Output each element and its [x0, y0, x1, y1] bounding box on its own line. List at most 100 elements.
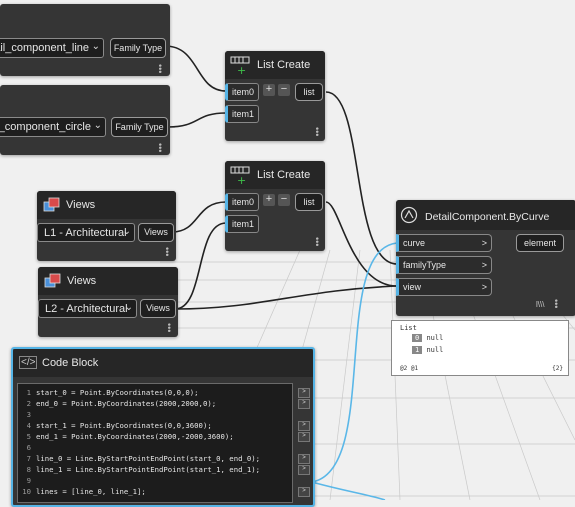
views-output-port[interactable]: Views: [140, 299, 176, 318]
views-dropdown[interactable]: L2 - Architectural ⌄: [38, 299, 137, 318]
menu-icon[interactable]: •••: [312, 237, 322, 247]
list-create-header[interactable]: [225, 51, 325, 79]
family-type-circle-node[interactable]: il_component_circle ⌄ Family Type •••: [0, 85, 170, 155]
output-port-element[interactable]: element: [516, 234, 564, 252]
list-create-node-1[interactable]: + List Create item0 item1 + − list •••: [225, 51, 325, 141]
menu-icon[interactable]: •••: [155, 143, 165, 153]
views-title: Views: [67, 275, 97, 287]
output-port-line-1[interactable]: >: [298, 465, 310, 475]
output-port-lines[interactable]: >: [298, 487, 310, 497]
preview-levels: @2 @1: [400, 365, 419, 372]
port-label: familyType: [403, 260, 447, 270]
menu-icon[interactable]: •••: [164, 323, 174, 333]
line-number: 2: [26, 399, 31, 408]
list-create-title: List Create: [257, 59, 311, 71]
port-label: item0: [232, 197, 255, 207]
code-text: lines = [line_0, line_1];: [36, 487, 146, 496]
input-port-item1[interactable]: item1: [225, 215, 259, 233]
port-label: Views: [146, 303, 170, 313]
chevron-right-icon: >: [481, 238, 487, 248]
views-dropdown[interactable]: L1 - Architectural ⌄: [37, 223, 135, 242]
preview-list-label: List: [400, 324, 417, 332]
wire-views2-to-item1: [174, 222, 227, 310]
detail-component-node[interactable]: DetailComponent.ByCurve curve > familyTy…: [396, 200, 575, 316]
views-output-port[interactable]: Views: [138, 223, 174, 242]
list-create-icon: +: [230, 166, 250, 185]
views-value: L1 - Architectural: [44, 227, 127, 239]
chevron-down-icon: ⌄: [93, 120, 102, 131]
code-text: line_0 = Line.ByStartPointEndPoint(start…: [36, 454, 261, 463]
port-label: element: [523, 238, 557, 248]
code-icon: </>: [19, 356, 38, 369]
menu-icon[interactable]: •••: [312, 127, 322, 137]
output-port-end-0[interactable]: >: [298, 399, 310, 409]
code-text: start_1 = Point.ByCoordinates(0,0,3600);: [36, 421, 212, 430]
wire-lines-extra: [311, 481, 386, 500]
port-label: view: [403, 282, 422, 292]
output-port-start-0[interactable]: >: [298, 388, 310, 398]
code-text: line_1 = Line.ByStartPointEndPoint(start…: [36, 465, 261, 474]
menu-icon[interactable]: •••: [155, 64, 165, 74]
line-number: 1: [26, 388, 31, 397]
chevron-down-icon: ⌄: [124, 302, 133, 313]
input-port-curve[interactable]: curve >: [396, 234, 492, 252]
preview-item: 0 null: [412, 334, 443, 342]
views-node-2[interactable]: Views L2 - Architectural ⌄ Views •••: [38, 267, 178, 337]
views-node-1[interactable]: Views L1 - Architectural ⌄ Views •••: [37, 191, 176, 261]
menu-icon[interactable]: •••: [551, 299, 561, 309]
views-icon: [43, 197, 60, 212]
node-preview-bubble[interactable]: List 0 null 1 null @2 @1 {2}: [391, 320, 569, 376]
menu-icon[interactable]: •••: [162, 247, 172, 257]
line-number: 3: [26, 410, 31, 419]
views-header[interactable]: [38, 267, 178, 295]
output-port-start-1[interactable]: >: [298, 421, 310, 431]
input-port-familytype[interactable]: familyType >: [396, 256, 492, 274]
family-type-line-dropdown[interactable]: ail_component_line ⌄: [0, 38, 104, 58]
preview-index: 0: [412, 334, 423, 342]
code-text: end_1 = Point.ByCoordinates(2000,-2000,3…: [36, 432, 234, 441]
remove-input-button[interactable]: −: [278, 84, 290, 96]
list-create-node-2[interactable]: + List Create item0 item1 + − list •••: [225, 161, 325, 251]
code-line: 9: [18, 476, 36, 487]
input-port-item0[interactable]: item0: [225, 83, 259, 101]
lacing-indicator[interactable]: l\\\: [536, 300, 545, 309]
family-type-circle-dropdown[interactable]: il_component_circle ⌄: [0, 117, 106, 137]
family-type-output-port[interactable]: Family Type: [111, 117, 168, 137]
family-type-line-value: ail_component_line: [0, 42, 89, 54]
output-port-line-0[interactable]: >: [298, 454, 310, 464]
detail-component-icon: [400, 206, 418, 224]
family-type-line-node[interactable]: ail_component_line ⌄ Family Type •••: [0, 4, 170, 76]
chevron-down-icon: ⌄: [91, 41, 100, 52]
input-port-item0[interactable]: item0: [225, 193, 259, 211]
output-port-list[interactable]: list: [295, 193, 323, 211]
wire-list1-to-familytype: [325, 91, 398, 265]
line-number: 8: [26, 465, 31, 474]
output-port-end-1[interactable]: >: [298, 432, 310, 442]
family-type-output-port[interactable]: Family Type: [110, 38, 166, 58]
list-create-header[interactable]: [225, 161, 325, 189]
remove-input-button[interactable]: −: [278, 194, 290, 206]
add-input-button[interactable]: +: [263, 194, 275, 206]
line-number: 6: [26, 443, 31, 452]
output-port-list[interactable]: list: [295, 83, 323, 101]
port-label: curve: [403, 238, 426, 248]
views-header[interactable]: [37, 191, 176, 219]
input-port-view[interactable]: view >: [396, 278, 492, 296]
add-input-button[interactable]: +: [263, 84, 275, 96]
input-port-item1[interactable]: item1: [225, 105, 259, 123]
code-block-title: Code Block: [42, 357, 99, 369]
svg-text:+: +: [237, 64, 246, 75]
wire-line-to-item0: [164, 45, 227, 92]
port-label: item1: [232, 219, 255, 229]
code-block-header[interactable]: [13, 349, 313, 377]
detail-component-header[interactable]: [396, 200, 575, 230]
line-number: 9: [26, 476, 31, 485]
code-line: 3: [18, 410, 36, 421]
wire-views1-to-item0: [171, 201, 227, 233]
